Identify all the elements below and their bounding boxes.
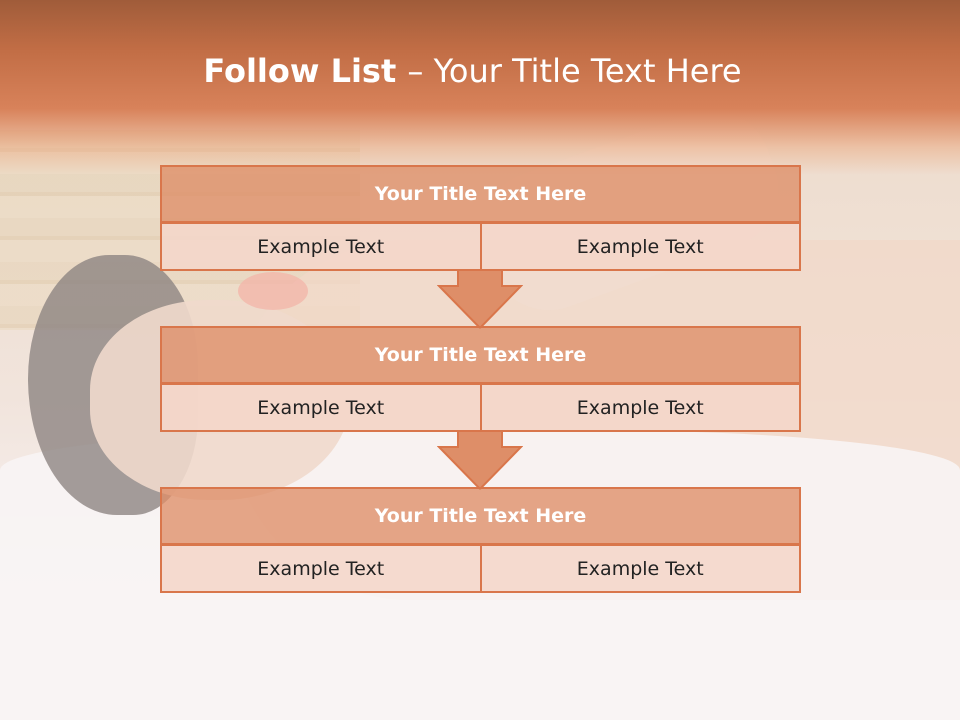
header-band <box>0 0 960 175</box>
slide-title-rest: – Your Title Text Here <box>407 52 742 90</box>
step-title: Your Title Text Here <box>160 487 801 545</box>
step-row: Example Text Example Text <box>160 544 801 593</box>
step-right-cell: Example Text <box>479 544 801 593</box>
down-arrow-icon <box>437 269 523 329</box>
down-arrow-icon <box>437 430 523 490</box>
step-title: Your Title Text Here <box>160 326 801 384</box>
step-left-cell: Example Text <box>160 222 482 271</box>
slide-title-bold: Follow List <box>203 52 408 90</box>
background-flower <box>238 272 308 310</box>
step-right-cell: Example Text <box>479 222 801 271</box>
step-left-cell: Example Text <box>160 383 482 432</box>
slide-title: Follow List – Your Title Text Here <box>0 52 945 90</box>
step-left-cell: Example Text <box>160 544 482 593</box>
flow-step-3: Your Title Text Here Example Text Exampl… <box>160 487 801 593</box>
step-row: Example Text Example Text <box>160 383 801 432</box>
step-right-cell: Example Text <box>479 383 801 432</box>
flow-step-2: Your Title Text Here Example Text Exampl… <box>160 326 801 432</box>
flow-step-1: Your Title Text Here Example Text Exampl… <box>160 165 801 271</box>
step-row: Example Text Example Text <box>160 222 801 271</box>
step-title: Your Title Text Here <box>160 165 801 223</box>
